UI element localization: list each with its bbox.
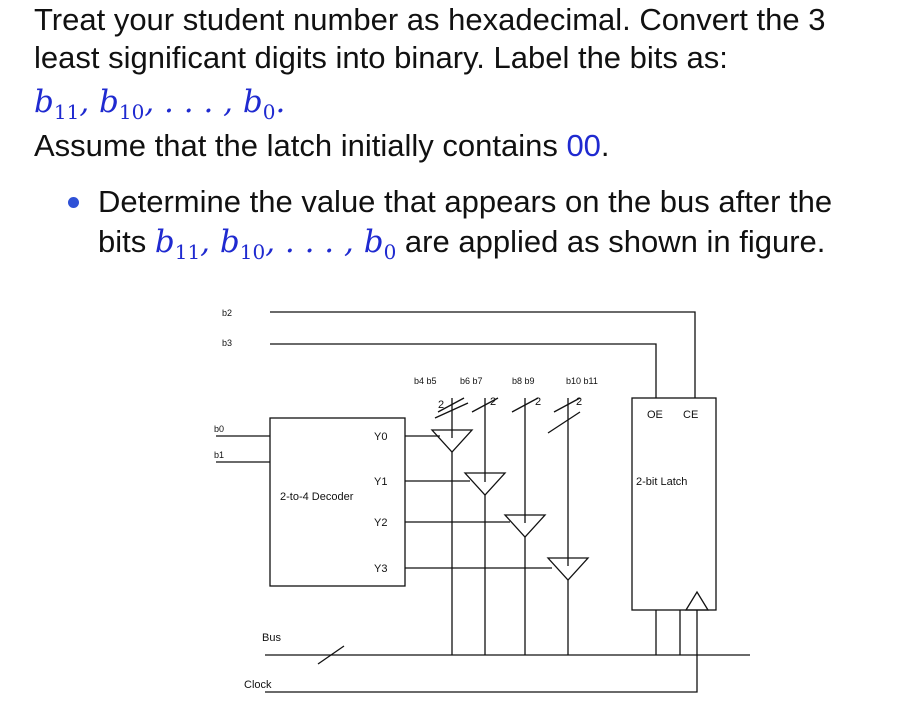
decoder-label: 2-to-4 Decoder — [280, 491, 354, 503]
label-y1: Y1 — [374, 476, 387, 488]
label-y3: Y3 — [374, 563, 387, 575]
latch-box — [631, 397, 717, 611]
wire-b2 — [270, 311, 696, 398]
width-label-1: 2 — [438, 399, 444, 411]
clock-triangle — [684, 590, 710, 611]
instruction-line-1: Treat your student number as hexadecimal… — [34, 2, 826, 37]
label-b8b9: b8 b9 — [512, 376, 535, 386]
tristate-buffer-2 — [503, 514, 547, 538]
label-ce: CE — [683, 409, 698, 421]
label-b3: b3 — [222, 338, 232, 348]
label-b1: b1 — [214, 450, 224, 460]
latch-initial-line: Assume that the latch initially contains… — [34, 128, 610, 163]
tristate-buffer-1 — [463, 472, 507, 496]
tristate-buffer-0 — [430, 429, 474, 453]
label-b2: b2 — [222, 308, 232, 318]
bullet-line-2: bits b11, b10, . . . , b0 are applied as… — [98, 224, 826, 265]
label-b10b11: b10 b11 — [566, 376, 598, 386]
bit-labels: b11, b10, . . . , b0. — [34, 84, 286, 125]
decoder-box — [269, 417, 406, 587]
latch-label: 2-bit Latch — [636, 476, 687, 488]
instruction-line-2: least significant digits into binary. La… — [34, 40, 728, 75]
label-b0: b0 — [214, 424, 224, 434]
tristate-buffer-3 — [546, 557, 590, 581]
width-label-3: 2 — [535, 396, 541, 408]
label-y2: Y2 — [374, 517, 387, 529]
label-y0: Y0 — [374, 431, 387, 443]
label-clock: Clock — [244, 679, 272, 691]
label-b4b5: b4 b5 — [414, 376, 437, 386]
label-b6b7: b6 b7 — [460, 376, 483, 386]
bullet-icon — [68, 197, 79, 208]
width-label-4: 2 — [576, 396, 582, 408]
clock-line — [265, 610, 698, 693]
bullet-line-1: Determine the value that appears on the … — [98, 184, 833, 219]
label-oe: OE — [647, 409, 663, 421]
label-bus: Bus — [262, 632, 281, 644]
width-label-2: 2 — [490, 396, 496, 408]
wire-b3 — [270, 343, 657, 398]
